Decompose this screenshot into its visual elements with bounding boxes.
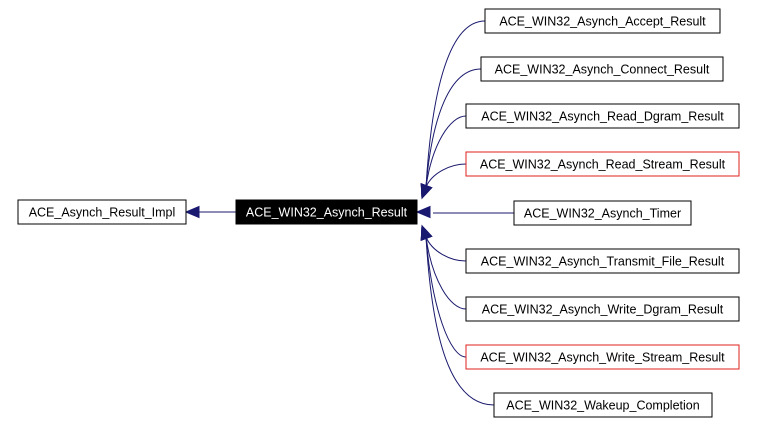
node-derived-3[interactable]: ACE_WIN32_Asynch_Read_Stream_Result bbox=[465, 151, 740, 177]
focus-class-box bbox=[235, 199, 418, 225]
arrowhead-base bbox=[184, 205, 200, 219]
derived-class-box bbox=[465, 103, 740, 129]
edge-derived-0 bbox=[425, 20, 486, 188]
derived-class-label: ACE_WIN32_Asynch_Write_Dgram_Result bbox=[482, 303, 724, 317]
derived-class-box bbox=[493, 392, 713, 418]
node-focus-class[interactable]: ACE_WIN32_Asynch_Result bbox=[235, 199, 418, 225]
edge-derived-8 bbox=[425, 236, 495, 406]
arrowhead-derived-8 bbox=[420, 224, 433, 241]
derived-class-label: ACE_WIN32_Asynch_Accept_Result bbox=[499, 15, 706, 29]
base-class-box bbox=[17, 199, 187, 225]
edge-derived-2 bbox=[425, 115, 467, 188]
derived-class-box bbox=[465, 296, 740, 322]
node-base-class[interactable]: ACE_Asynch_Result_Impl bbox=[17, 199, 187, 225]
derived-class-box bbox=[484, 8, 721, 34]
derived-class-box bbox=[465, 151, 740, 177]
node-derived-1[interactable]: ACE_WIN32_Asynch_Connect_Result bbox=[480, 56, 724, 82]
base-class-label: ACE_Asynch_Result_Impl bbox=[29, 206, 176, 220]
edge-derived-7 bbox=[425, 236, 467, 358]
node-derived-5[interactable]: ACE_WIN32_Asynch_Transmit_File_Result bbox=[465, 248, 740, 274]
node-derived-0[interactable]: ACE_WIN32_Asynch_Accept_Result bbox=[484, 8, 721, 34]
edge-derived-1 bbox=[425, 68, 482, 188]
node-derived-7[interactable]: ACE_WIN32_Asynch_Write_Stream_Result bbox=[465, 344, 740, 370]
focus-class-label: ACE_WIN32_Asynch_Result bbox=[246, 206, 408, 220]
nodes-layer: ACE_Asynch_Result_Impl ACE_WIN32_Asynch_… bbox=[17, 8, 740, 418]
derived-class-box bbox=[513, 200, 692, 226]
edge-derived-5 bbox=[425, 236, 467, 262]
derived-class-label: ACE_WIN32_Asynch_Write_Stream_Result bbox=[480, 351, 725, 365]
derived-class-box bbox=[465, 248, 740, 274]
node-derived-4[interactable]: ACE_WIN32_Asynch_Timer bbox=[513, 200, 692, 226]
arrowhead-derived-4 bbox=[415, 205, 431, 219]
derived-class-label: ACE_WIN32_Asynch_Transmit_File_Result bbox=[481, 255, 725, 269]
derived-class-box bbox=[480, 56, 724, 82]
derived-class-label: ACE_WIN32_Asynch_Timer bbox=[524, 207, 681, 221]
arrowhead-derived-3 bbox=[420, 183, 433, 200]
node-derived-2[interactable]: ACE_WIN32_Asynch_Read_Dgram_Result bbox=[465, 103, 740, 129]
edge-derived-3 bbox=[425, 163, 467, 188]
derived-class-label: ACE_WIN32_Asynch_Read_Dgram_Result bbox=[481, 110, 724, 124]
derived-class-label: ACE_WIN32_Asynch_Connect_Result bbox=[495, 63, 710, 77]
derived-class-label: ACE_WIN32_Asynch_Read_Stream_Result bbox=[480, 158, 726, 172]
edge-derived-6 bbox=[425, 236, 467, 310]
node-derived-6[interactable]: ACE_WIN32_Asynch_Write_Dgram_Result bbox=[465, 296, 740, 322]
derived-class-label: ACE_WIN32_Wakeup_Completion bbox=[506, 399, 699, 413]
edges-layer bbox=[184, 20, 514, 406]
derived-class-box bbox=[465, 344, 740, 370]
node-derived-8[interactable]: ACE_WIN32_Wakeup_Completion bbox=[493, 392, 713, 418]
